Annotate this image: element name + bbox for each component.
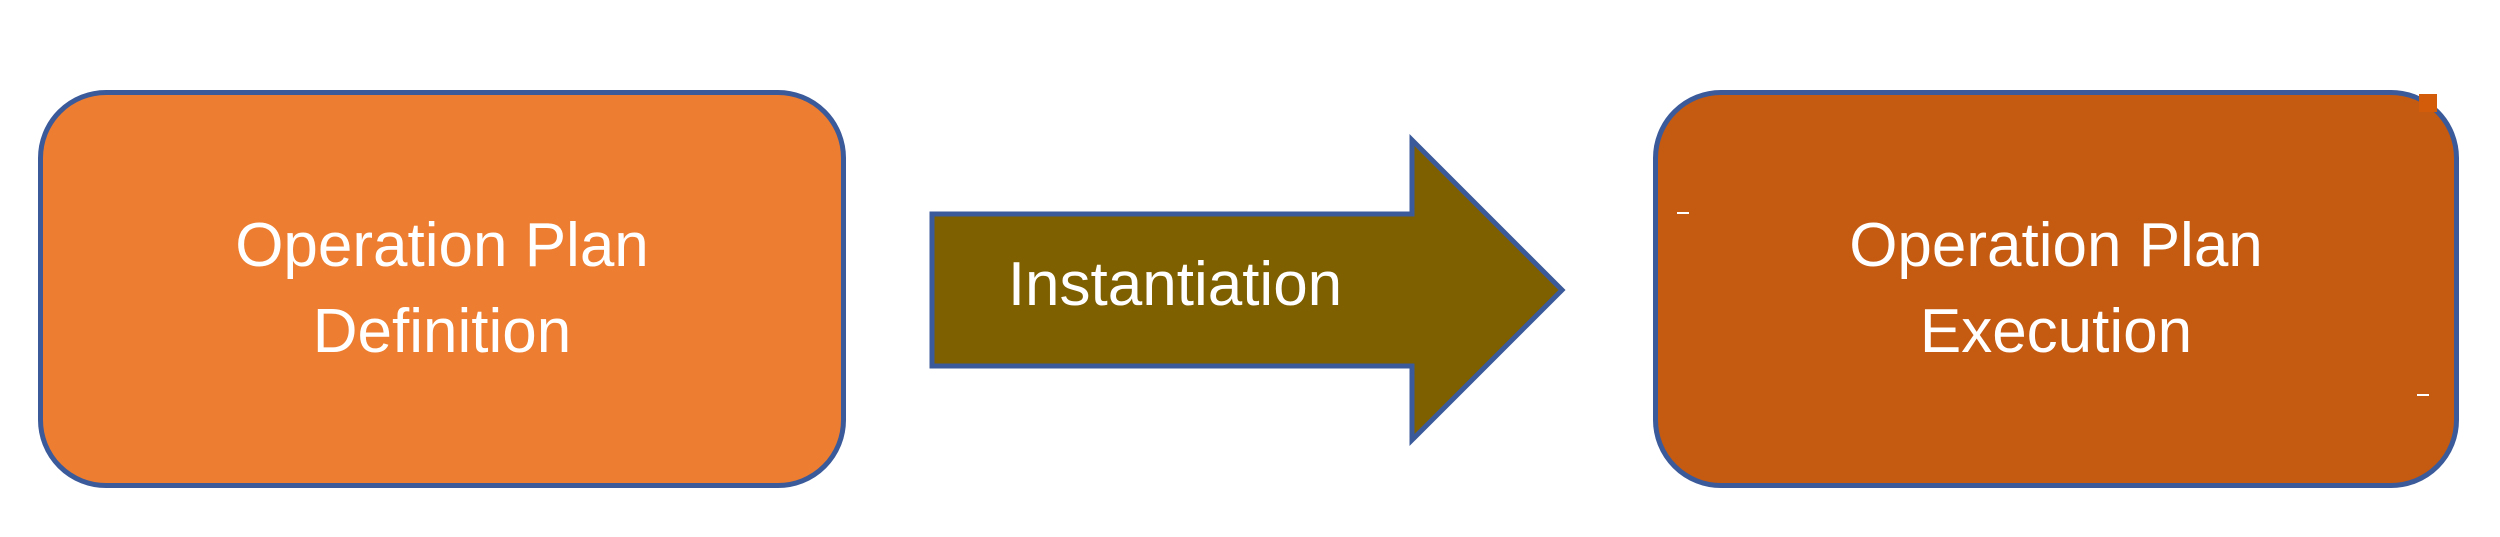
edge-tick-mark bbox=[1677, 212, 1689, 214]
operation-plan-execution-label: Operation Plan Execution bbox=[1849, 211, 2263, 366]
operation-plan-execution-box: Operation Plan Execution bbox=[1653, 90, 2459, 488]
instantiation-label: Instantiation bbox=[1007, 249, 1343, 319]
operation-plan-definition-box: Operation Plan Definition bbox=[38, 90, 846, 488]
edge-tick-mark bbox=[2417, 394, 2429, 396]
corner-artifact bbox=[2419, 94, 2437, 112]
right-arrow-icon bbox=[929, 133, 1566, 447]
arrow-shape bbox=[929, 133, 1566, 447]
operation-plan-definition-label: Operation Plan Definition bbox=[235, 211, 649, 366]
instantiation-arrow: Instantiation bbox=[929, 133, 1570, 447]
